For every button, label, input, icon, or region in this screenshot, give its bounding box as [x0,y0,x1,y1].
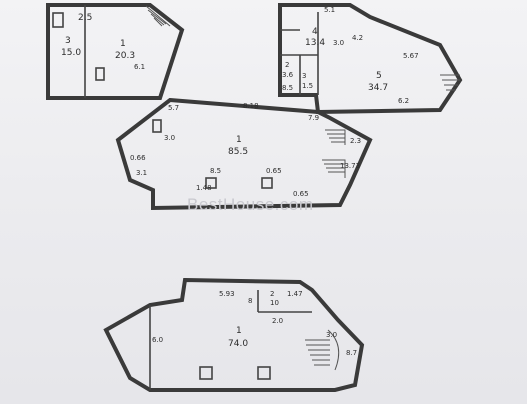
dimension-label: 1.48 [196,184,212,192]
stair-symbol [305,329,340,371]
room-area: 34.7 [368,83,388,93]
dimension-label: 8 [248,297,252,305]
stair-symbol [322,129,346,178]
stair-symbol [145,5,171,27]
column-symbol [152,119,162,133]
dimension-label: 2.5 [78,13,92,23]
dimension-label: 8.18 [243,102,259,110]
dimension-label: 5.1 [324,6,335,14]
dimension-label: 8.7 [346,349,357,357]
door-symbol [52,12,64,28]
dimension-label: 13.73 [340,162,360,170]
room-number: 3 [65,36,71,46]
room-number: 1 [120,39,126,49]
stair-symbol [440,74,460,91]
column-symbol [257,366,271,380]
dimension-label: 3.0 [326,331,337,339]
dimension-label: 5.7 [168,104,179,112]
room-area: 10 [270,299,279,307]
room-number: 3 [302,72,306,80]
column-symbol [261,177,273,189]
column-symbol [199,366,213,380]
room-area: 15.0 [61,48,81,58]
dimension-label: 6.0 [152,336,163,344]
dimension-label: 7.9 [308,114,319,122]
dimension-label: 3.1 [136,169,147,177]
dimension-label: 5.67 [403,52,419,60]
dimension-label: 5.93 [219,290,235,298]
room-number: 1 [236,135,242,145]
room-area: 13.4 [305,38,325,48]
dimension-label: 6.1 [134,63,145,71]
upper-left-block: 2.5 3 15.0 1 20.3 6.1 [46,3,185,100]
dimension-label: 1.47 [287,290,303,298]
door-symbol [95,67,105,81]
room-number: 5 [376,71,382,81]
upper-main-hall: 5.7 8.18 7.9 2.3 3.0 0.66 3.1 1 85.5 8.5… [115,97,373,211]
room-number: 1 [236,326,242,336]
room-number: 4 [312,27,318,37]
room-area: 74.0 [228,339,248,349]
dimension-label: 0.65 [266,167,282,175]
upper-right-block: 5.1 4 13.4 3.0 4.2 5.67 5 34.7 6.2 2 3.6… [278,3,463,115]
dimension-label: 3.0 [333,39,344,47]
dimension-label: 8.5 [282,84,293,92]
dimension-label: 0.66 [130,154,146,162]
dimension-label: 6.2 [398,97,409,105]
dimension-label: 3.0 [164,134,175,142]
dimension-label: 2.3 [350,137,361,145]
dimension-label: 0.65 [293,190,309,198]
room-area: 20.3 [115,51,135,61]
lower-plan: 5.93 1.47 2 10 8 2.0 3.0 8.7 6.0 1 74.0 [103,277,365,392]
room-area: 85.5 [228,147,248,157]
room-number: 2 [285,61,289,69]
hall-outer-wall [115,97,373,211]
upper-right-outer-wall [278,3,463,115]
dimension-label: 8.5 [210,167,221,175]
room-area: 1.5 [302,82,313,90]
dimension-label: 2.0 [272,317,283,325]
dimension-label: 4.2 [352,34,363,42]
column-symbol [205,177,217,189]
room-area: 3.6 [282,71,294,79]
watermark: BestHouse.com [187,195,314,214]
room-number: 2 [270,290,274,298]
upper-left-outer-wall [46,3,185,100]
